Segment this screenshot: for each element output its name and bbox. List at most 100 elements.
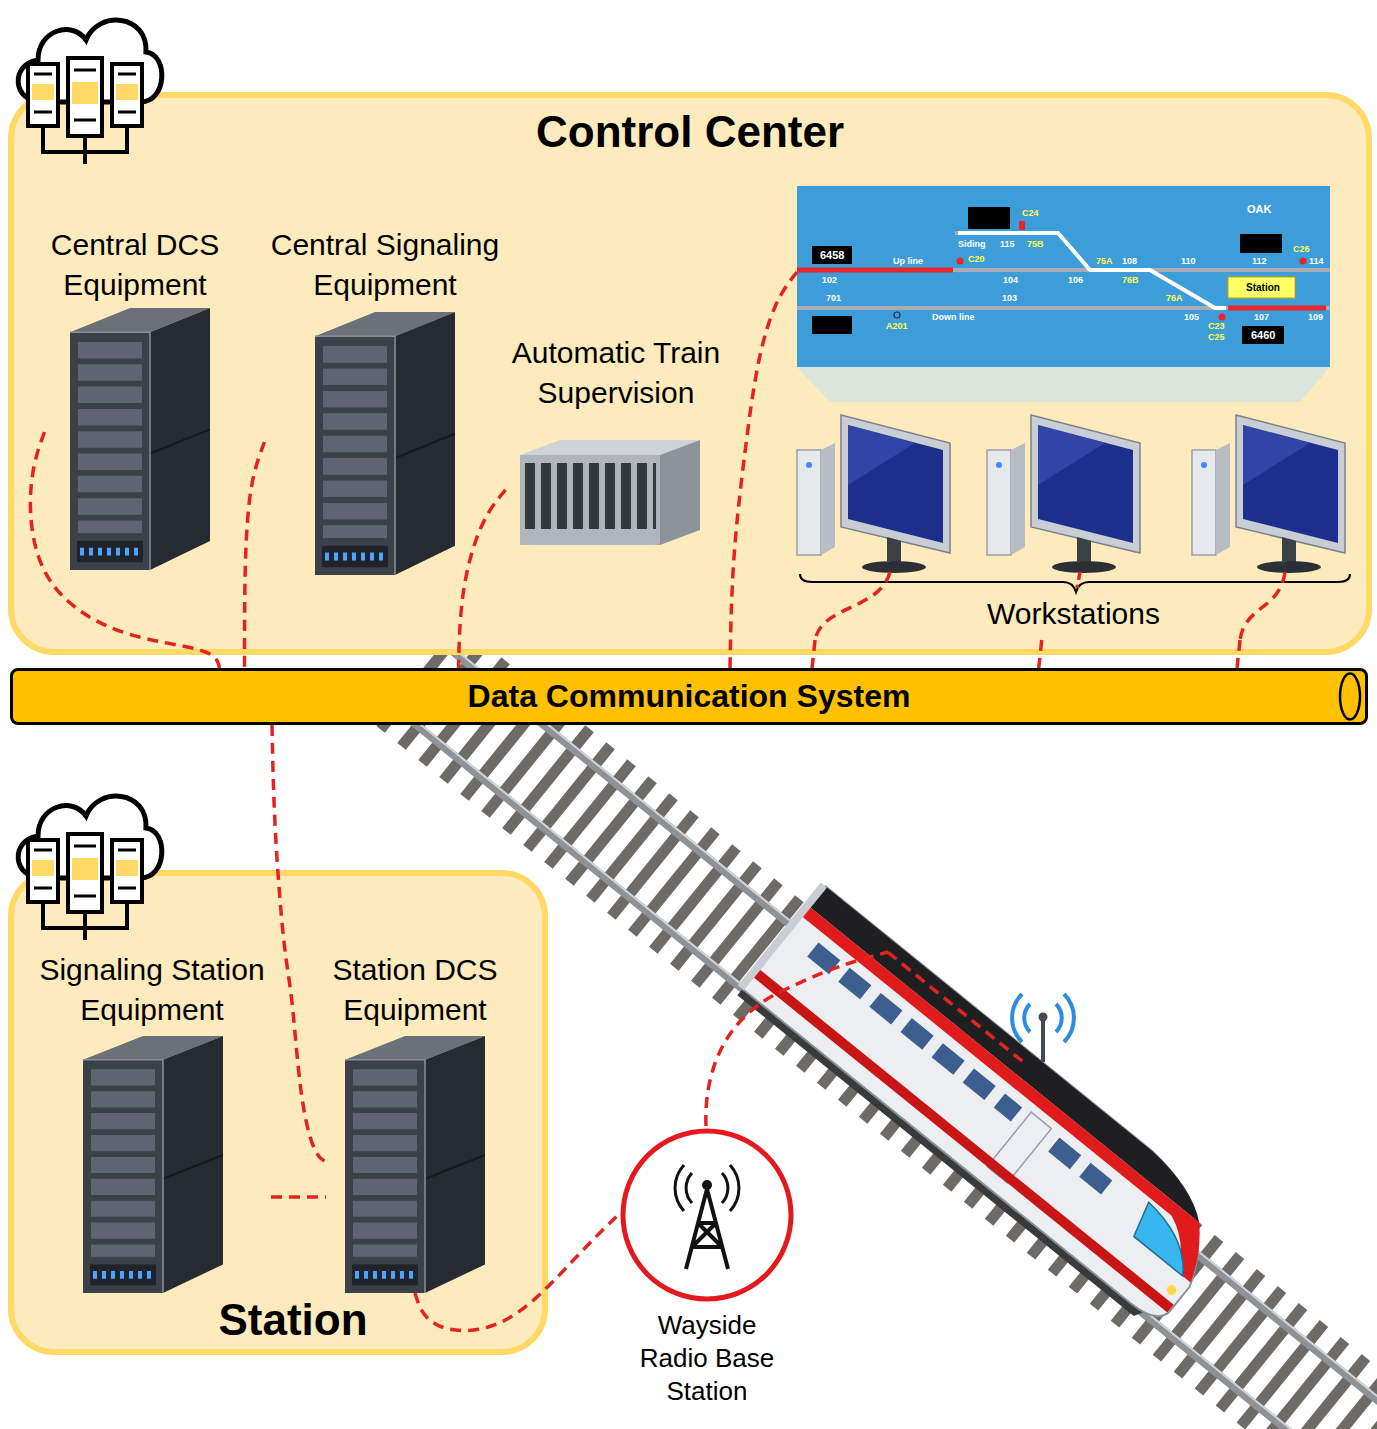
screen-label: 701 — [826, 293, 841, 303]
screen-label: 76A — [1166, 293, 1183, 303]
rail — [443, 644, 1377, 1429]
dashed-link — [271, 1195, 326, 1199]
screen-label: C24 — [1022, 208, 1039, 218]
signal-dot — [957, 258, 964, 265]
screen-label: Station — [1246, 282, 1280, 293]
node-label: Data Communication System — [13, 671, 1365, 722]
node-label: Station DCS Equipment — [330, 950, 500, 1030]
dashed-link — [459, 490, 506, 668]
radio-waves — [1012, 994, 1074, 1042]
screen-label: 105 — [1184, 312, 1199, 322]
display-screen: C24 OAK Siding 115 75B C26 6458 Up line C20 75A 10… — [797, 186, 1330, 367]
screen-label: 102 — [822, 275, 837, 285]
screen-label: 76B — [1122, 275, 1139, 285]
screen-label: 75A — [1096, 256, 1113, 266]
dashed-link — [415, 1215, 618, 1331]
sleepers — [418, 675, 1377, 1429]
set-route — [958, 233, 1226, 308]
screen-label: Down line — [932, 312, 975, 322]
circle-outline — [623, 1131, 791, 1299]
screen-label: 6458 — [820, 248, 844, 262]
node-label: Central DCS Equipment — [49, 225, 222, 305]
dashed-link — [272, 725, 326, 1162]
train-body — [742, 886, 1241, 1325]
signal-loop — [894, 312, 900, 318]
station-panel: Signaling Station Equipment Station DCS E… — [8, 870, 548, 1355]
pipe-end — [1337, 671, 1363, 722]
server-rack: Central Signaling Equipment — [265, 225, 506, 575]
tower-tip — [702, 1180, 712, 1190]
tower-icon — [686, 1189, 728, 1269]
screen-label: OAK — [1247, 203, 1271, 215]
server-rack-picture — [345, 1036, 485, 1293]
server-unit: Automatic Train Supervision — [506, 333, 727, 548]
radio-base-station: Wayside Radio Base Station — [618, 1127, 796, 1412]
server-front — [520, 455, 660, 545]
screen-label: 115 — [1000, 239, 1015, 249]
dashed-link — [730, 272, 797, 668]
rail-highlight — [445, 641, 1377, 1429]
black-box — [812, 207, 1284, 344]
workstation-picture — [987, 415, 1140, 573]
train-windshield — [1126, 1202, 1205, 1276]
server-rack: Station DCS Equipment — [326, 950, 504, 1293]
cloud-server-icon — [18, 20, 162, 164]
train-antenna — [1041, 1020, 1045, 1062]
dashed-link — [245, 442, 265, 668]
screen-label: C26 — [1293, 244, 1310, 254]
control-center-panel: Central DCS Equipment Central Signaling E… — [8, 92, 1372, 655]
occupied-track — [1228, 306, 1326, 311]
screen-label: C25 — [1208, 332, 1225, 342]
screen-label: 104 — [1003, 275, 1018, 285]
train-windows — [807, 943, 1112, 1195]
antenna-tip — [1039, 1013, 1048, 1022]
server-top — [520, 440, 700, 455]
screen-label: Up line — [893, 256, 923, 266]
screen-label: 107 — [1254, 312, 1269, 322]
pipe-end-cap — [1340, 674, 1360, 720]
server-side — [660, 440, 700, 545]
roof-cable — [888, 952, 1028, 1065]
screen-label: C20 — [968, 254, 985, 264]
train-stripe — [776, 907, 1223, 1283]
occupied-track — [797, 268, 953, 273]
workstation-cable — [1240, 572, 1285, 640]
screen-label: C23 — [1208, 321, 1225, 331]
screen-label: Siding — [958, 239, 986, 249]
dashed-link — [812, 640, 815, 668]
tower-waves — [675, 1165, 739, 1211]
dashed-link — [1039, 640, 1042, 668]
node-label: Workstations — [795, 596, 1352, 632]
screen-label: 6460 — [1251, 328, 1275, 342]
workstation-picture — [797, 415, 950, 573]
train-lower-stripe — [752, 969, 1173, 1313]
node-label: Signaling Station Equipment — [37, 950, 267, 1030]
dashed-link — [30, 432, 219, 668]
server-rack: Central DCS Equipment — [45, 225, 226, 570]
station-box — [1228, 277, 1295, 298]
node-label: Wayside Radio Base Station — [627, 1309, 787, 1408]
screen-label: A201 — [886, 321, 908, 331]
cloud-server-icon — [18, 796, 162, 940]
data-bus-band: Data Communication System — [10, 668, 1368, 725]
node-label: Central Signaling Equipment — [269, 225, 502, 305]
train-roof — [809, 886, 1215, 1222]
radio-circle — [618, 1127, 796, 1305]
train — [733, 883, 1242, 1332]
radio-link-line — [706, 952, 888, 1126]
server-bays — [525, 463, 656, 529]
workstation-cable — [815, 572, 890, 640]
bracket — [800, 574, 1350, 592]
screen-label: 106 — [1068, 275, 1083, 285]
track-lines — [797, 233, 1330, 308]
train-rear — [738, 883, 827, 991]
dashed-link — [1237, 640, 1240, 668]
screen-label: 75B — [1027, 239, 1044, 249]
workstation-group: Workstations — [795, 400, 1352, 640]
train-headlight — [1164, 1283, 1178, 1297]
workstation-cable — [1077, 572, 1080, 588]
